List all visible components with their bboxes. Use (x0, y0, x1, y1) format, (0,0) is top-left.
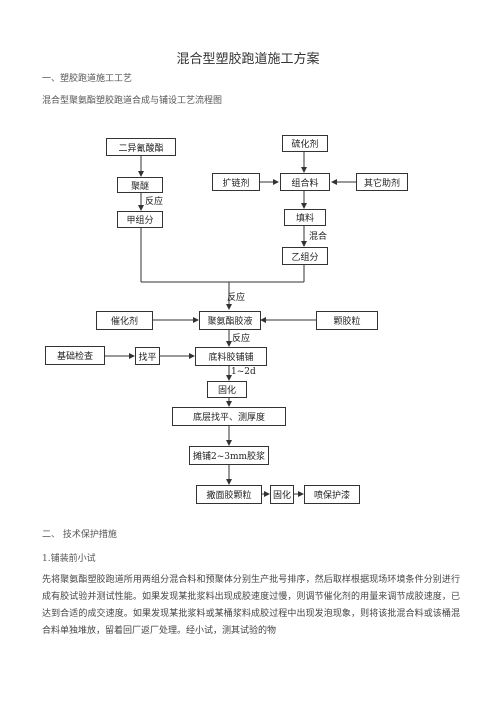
flow-box-catalyst: 催化剂 (96, 311, 153, 330)
flow-box-compound: 组合料 (280, 173, 330, 191)
flow-box-rubber-granules: 颗胶粒 (316, 311, 378, 330)
section-2-heading: 二、 技术保护措施 (42, 530, 117, 540)
flow-box-spray-protect: 喷保护漆 (304, 485, 360, 504)
flow-label-mix: 混合 (309, 232, 328, 242)
flow-box-curing-1: 固化 (207, 381, 247, 398)
flow-label-time: 1~2d (231, 367, 256, 377)
flowchart-caption: 混合型聚氨酯塑胶跑道合成与铺设工艺流程图 (42, 96, 223, 106)
section-2-paragraph: 先将聚氨酯塑胶跑道所用两组分混合料和预聚体分别生产批号排序，然后取样根据现场环境… (42, 575, 460, 636)
flow-box-component-b: 乙组分 (282, 247, 328, 265)
flow-box-diisocyanate: 二异氰酸酯 (106, 138, 176, 156)
flow-box-paving-glue: 摊铺2~3mm胶浆 (189, 446, 269, 465)
flow-box-spread-granules: 撒面胶颗粒 (196, 485, 262, 504)
flow-box-chain-extender: 扩链剂 (212, 173, 260, 191)
flow-box-other-additives: 其它助剂 (356, 173, 408, 191)
flow-box-base-paving: 底料胶铺铺 (195, 347, 267, 366)
page-title: 混合型塑胶跑道施工方案 (176, 52, 320, 67)
flow-box-component-a: 甲组分 (117, 211, 163, 228)
flow-box-pu-glue: 聚氨酯胶液 (199, 311, 261, 330)
flow-label-react-2: 反应 (227, 293, 246, 303)
flow-box-curing-2: 固化 (270, 485, 294, 504)
section-2-item-1: 1.铺装前小试 (42, 554, 96, 564)
flow-box-level-thickness: 底层找平、测厚度 (172, 407, 286, 426)
flow-box-filler: 填料 (284, 209, 326, 226)
flow-box-polyether: 聚醚 (117, 177, 163, 193)
flow-label-react-3: 反应 (232, 334, 251, 344)
flow-box-leveling: 找平 (135, 347, 160, 365)
flow-box-vulcanizer: 硫化剂 (282, 135, 328, 152)
flow-label-react-1: 反应 (145, 197, 164, 207)
section-1-heading: 一、塑胶跑道施工工艺 (42, 74, 133, 84)
flow-box-base-check: 基础检查 (45, 346, 105, 365)
